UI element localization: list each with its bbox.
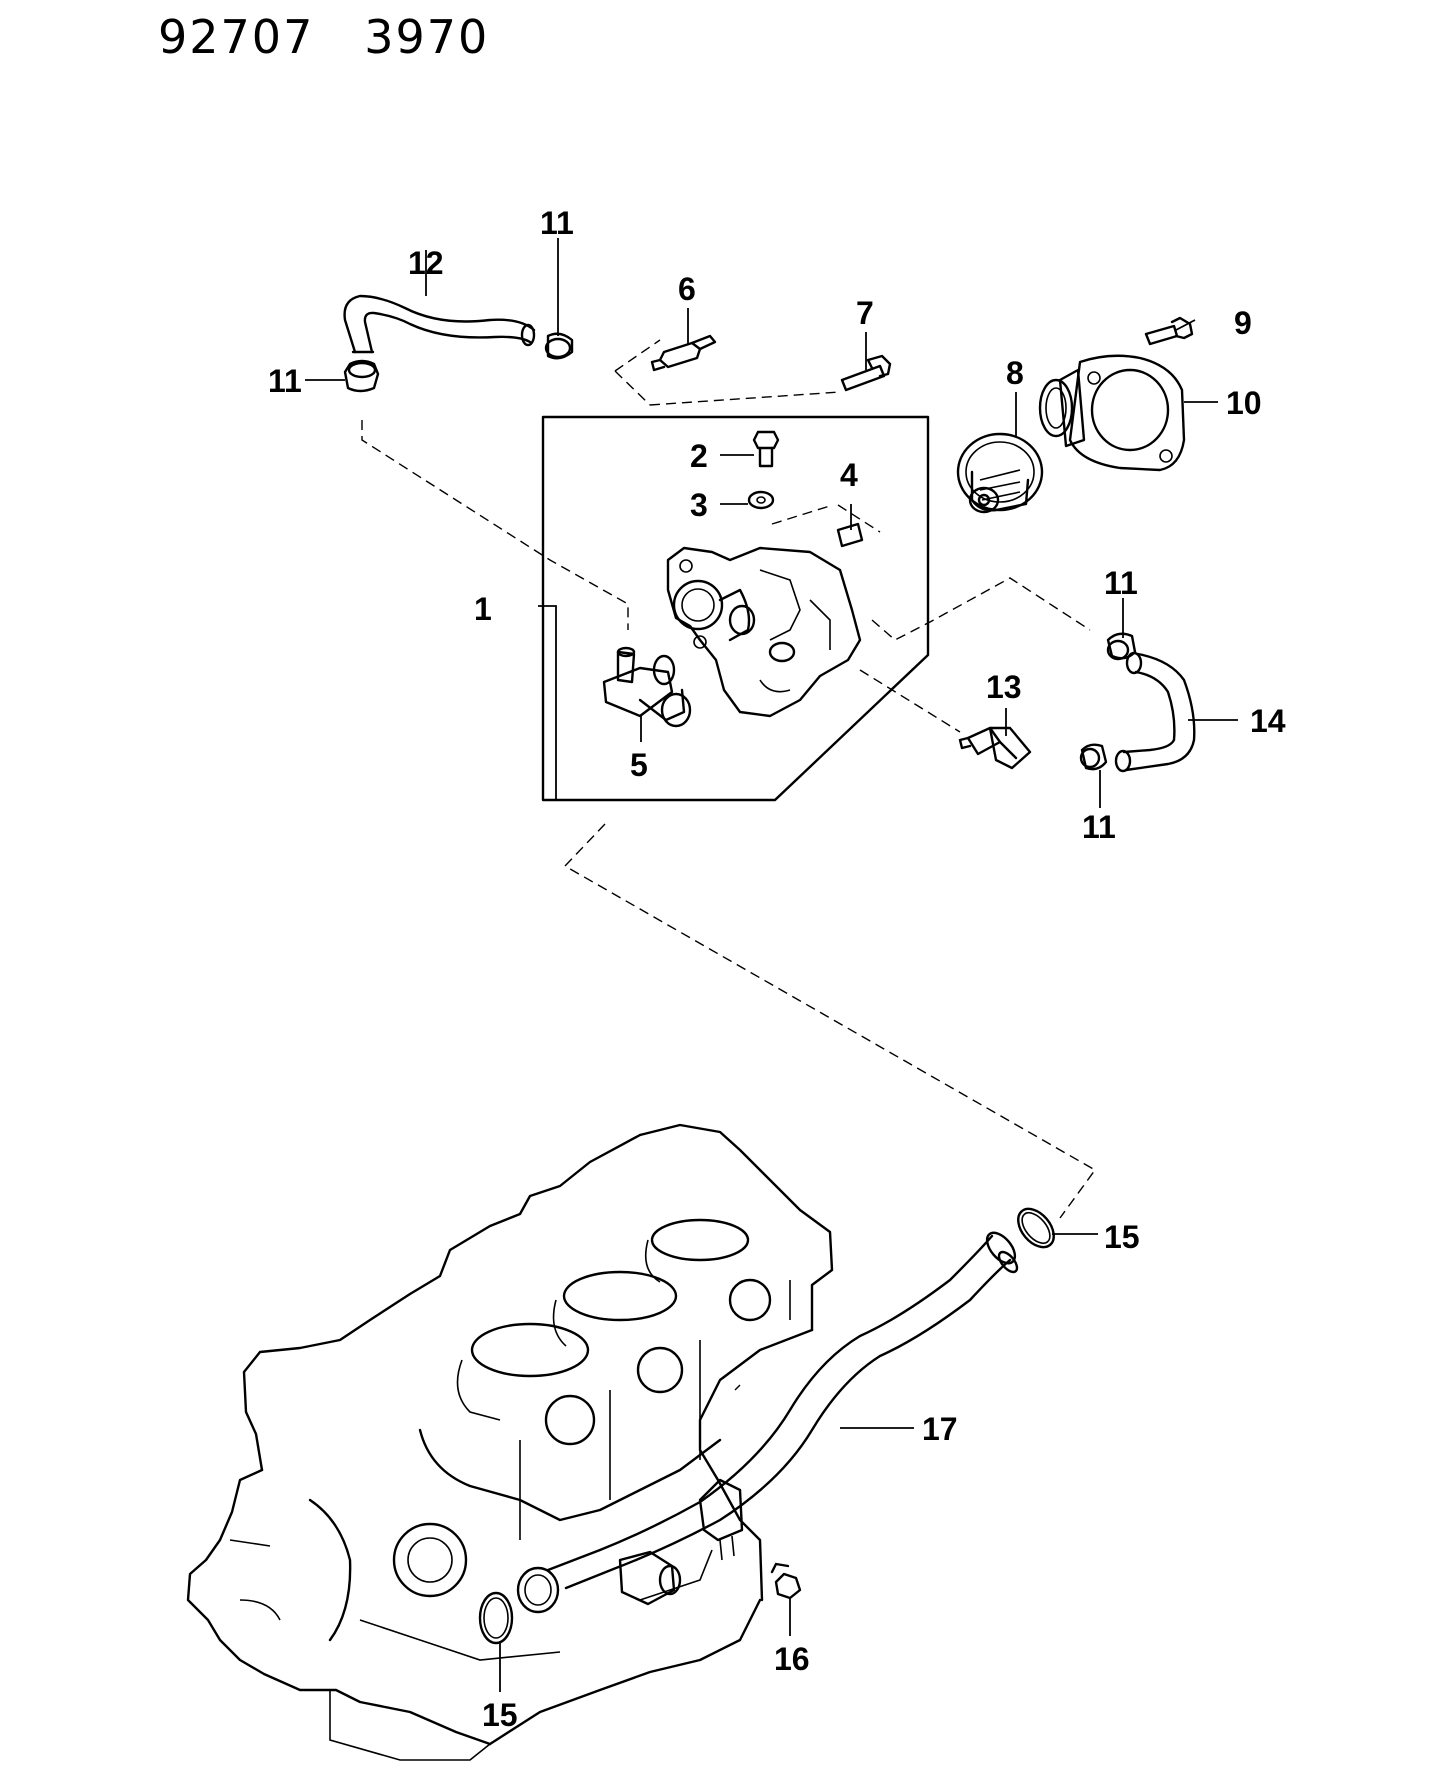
hose-14 xyxy=(1114,651,1196,773)
water-outlet-10 xyxy=(1038,354,1186,472)
sensor-6 xyxy=(650,334,717,372)
callout-15-bottom: 15 xyxy=(482,1697,518,1733)
callout-4: 4 xyxy=(840,457,858,493)
callout-13: 13 xyxy=(986,669,1022,705)
thermostat-8 xyxy=(956,432,1044,514)
washer-3 xyxy=(747,490,775,510)
hose-clamp-11-top xyxy=(544,332,574,360)
bolt-9 xyxy=(1144,316,1194,346)
o-ring-15-bottom xyxy=(478,1591,514,1645)
hose-clamp-11-left xyxy=(343,359,380,393)
o-ring-15-top xyxy=(1017,1207,1055,1249)
assembly-frame xyxy=(541,415,930,802)
callout-3: 3 xyxy=(690,487,708,523)
callout-2: 2 xyxy=(690,438,708,474)
hose-12 xyxy=(343,294,536,354)
bolt-16 xyxy=(770,1562,802,1600)
callout-1: 1 xyxy=(474,591,492,627)
callout-12: 12 xyxy=(408,245,444,281)
water-pipe-17 xyxy=(516,1231,1019,1614)
leader-lines xyxy=(305,238,1238,1692)
temperature-sensor-13 xyxy=(958,726,1032,770)
diagram-reference-number: 92707 3970 xyxy=(158,10,489,64)
callout-15-top: 15 xyxy=(1104,1219,1140,1255)
callout-6: 6 xyxy=(678,271,696,307)
callout-10: 10 xyxy=(1226,385,1262,421)
callout-14: 14 xyxy=(1250,703,1286,739)
gasket-4 xyxy=(836,522,864,548)
callout-11-right-lower: 11 xyxy=(1082,809,1116,845)
callout-5: 5 xyxy=(630,747,648,783)
callout-17: 17 xyxy=(922,1411,958,1447)
callout-16: 16 xyxy=(774,1641,810,1677)
callout-labels: 1 2 3 4 5 6 7 8 9 10 11 11 11 11 12 13 1… xyxy=(268,205,1286,1733)
callout-11-top: 11 xyxy=(540,205,574,241)
hose-clamp-11-right-lower xyxy=(1079,743,1108,771)
bolt-7 xyxy=(840,354,892,392)
fitting-5 xyxy=(602,646,692,728)
reference-code-right: 3970 xyxy=(364,10,490,64)
bolt-2 xyxy=(752,430,780,468)
callout-11-left: 11 xyxy=(268,363,302,399)
assembly-guide-lines xyxy=(361,339,1097,1391)
callout-11-right-upper: 11 xyxy=(1104,565,1138,601)
callout-9: 9 xyxy=(1234,305,1252,341)
callout-8: 8 xyxy=(1006,355,1024,391)
callout-7: 7 xyxy=(856,295,874,331)
reference-code-left: 92707 xyxy=(158,10,315,64)
thermostat-housing-1 xyxy=(666,546,862,718)
engine-block xyxy=(186,1123,834,1761)
